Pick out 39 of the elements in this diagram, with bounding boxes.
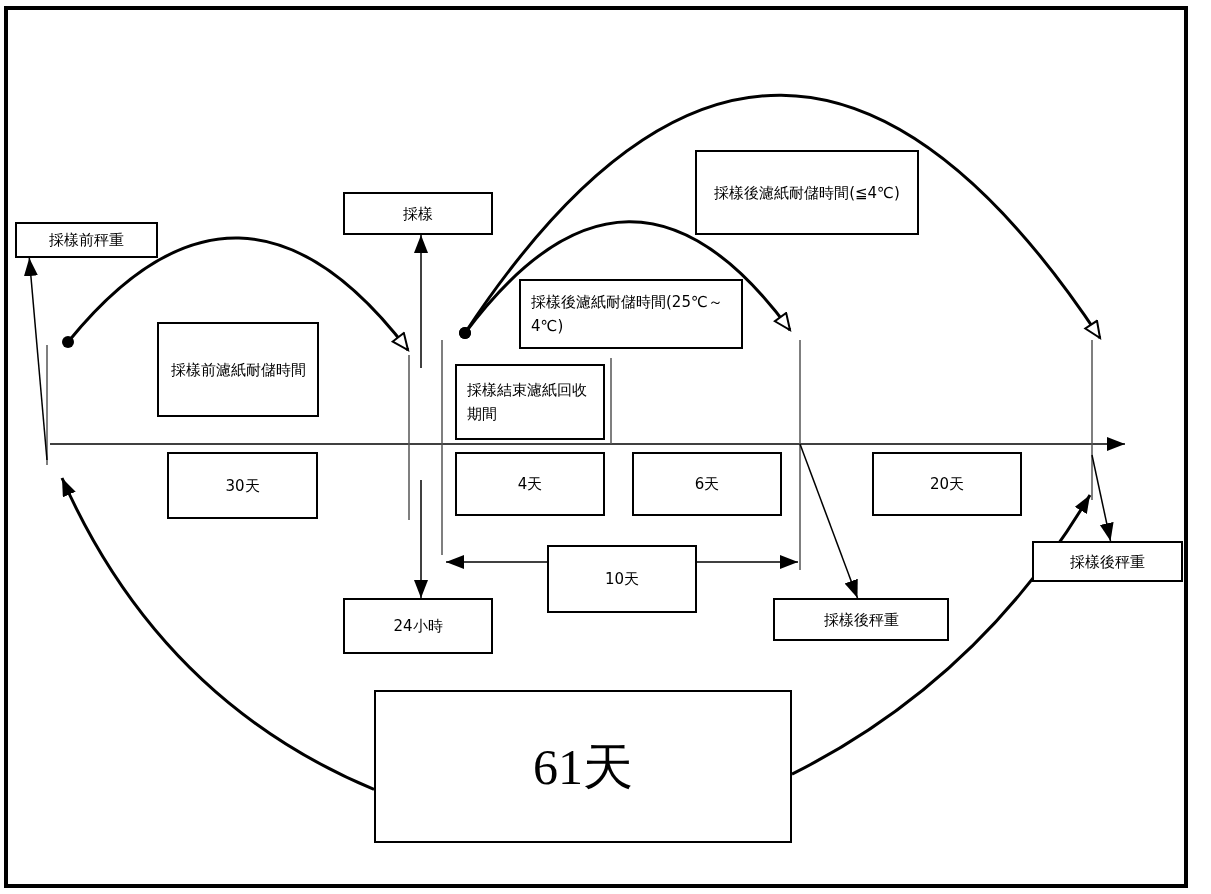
label-box bbox=[519, 279, 743, 349]
label-box bbox=[872, 452, 1022, 516]
arrow bbox=[414, 479, 428, 599]
box-text: 採樣前濾紙耐儲時間 bbox=[170, 359, 306, 381]
box-text: 採樣前秤重 bbox=[49, 230, 124, 251]
box-text: 採樣後濾紙耐儲時間(25℃～4℃) bbox=[531, 292, 724, 337]
arrow bbox=[696, 555, 799, 569]
box-text: 採樣後秤重 bbox=[1070, 551, 1145, 573]
arrow bbox=[414, 234, 428, 369]
box-text: 24小時 bbox=[393, 616, 443, 637]
label-box bbox=[455, 452, 605, 516]
arrow bbox=[791, 494, 1092, 776]
label-box bbox=[343, 192, 493, 235]
box-text: 4天 bbox=[517, 474, 543, 495]
box-text: 採樣結束濾紙回收期間 bbox=[467, 380, 588, 425]
box-text: 20天 bbox=[929, 474, 965, 495]
label-box bbox=[167, 452, 318, 519]
arrow bbox=[23, 257, 48, 461]
box-text: 採樣 bbox=[403, 203, 433, 225]
box-text: 6天 bbox=[694, 474, 720, 495]
box-text: 30天 bbox=[225, 475, 260, 497]
box-text: 採樣後濾紙耐儲時間(≦4℃) bbox=[714, 182, 900, 204]
label-box bbox=[455, 364, 605, 440]
label-box bbox=[343, 598, 493, 654]
label-box bbox=[15, 222, 158, 258]
label-box bbox=[695, 150, 919, 235]
arrow bbox=[445, 555, 548, 569]
label-box bbox=[157, 322, 319, 417]
box-text: 10天 bbox=[604, 569, 640, 590]
label-box bbox=[1032, 541, 1183, 582]
box-text: 61天 bbox=[533, 737, 633, 797]
label-box bbox=[547, 545, 697, 613]
arrow bbox=[1091, 454, 1114, 542]
arrow bbox=[799, 443, 859, 599]
label-box bbox=[773, 598, 949, 641]
box-text: 採樣後秤重 bbox=[823, 609, 899, 631]
label-box bbox=[374, 690, 792, 843]
arrow bbox=[60, 477, 375, 791]
label-box bbox=[632, 452, 782, 516]
